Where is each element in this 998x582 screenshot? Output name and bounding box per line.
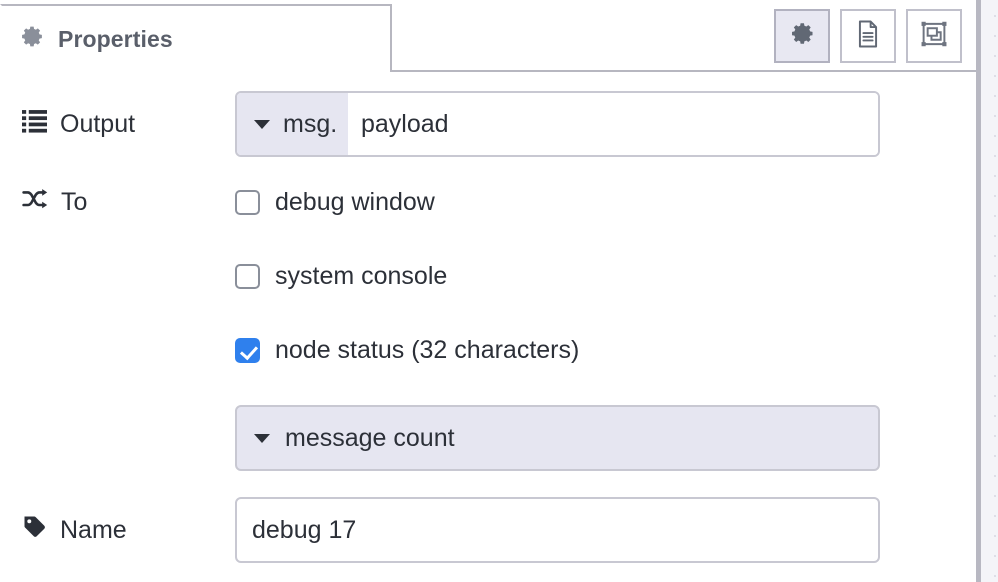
to-options: debug window system console node status … [235,186,579,366]
row-output: Output msg. payload [0,91,976,157]
output-typed-input[interactable]: msg. payload [235,91,880,157]
checkbox-debug-window-box[interactable] [235,189,260,215]
output-property-input[interactable]: payload [348,93,878,155]
name-label: Name [0,497,235,563]
appearance-tab-button[interactable] [906,9,962,63]
tab-properties[interactable]: Properties [0,4,392,72]
checkbox-debug-window-label: debug window [275,187,435,216]
output-type-selector[interactable]: msg. [237,93,348,155]
gear-icon [20,24,45,54]
row-name: Name debug 17 [0,497,976,563]
output-label: Output [0,91,235,157]
tab-properties-label: Properties [58,25,173,52]
checkbox-node-status-label: node status (32 characters) [275,335,580,364]
to-label-text: To [61,187,88,216]
status-type-select[interactable]: message count [235,405,880,471]
checkbox-node-status-box[interactable] [235,337,260,363]
chevron-down-icon [254,119,270,129]
appearance-icon [919,19,949,54]
checkbox-node-status[interactable]: node status (32 characters) [235,334,579,366]
document-icon [854,19,882,54]
panel-header: Properties [0,0,976,72]
properties-panel: Properties [0,0,976,582]
tabs-underline [0,70,976,72]
gear-icon [789,20,816,52]
checkbox-system-console[interactable]: system console [235,260,579,292]
name-input[interactable]: debug 17 [235,497,880,563]
status-select-spacer [0,405,235,471]
checkbox-system-console-box[interactable] [235,263,260,289]
shuffle-icon [22,188,48,217]
status-type-select-value: message count [285,423,455,452]
description-tab-button[interactable] [840,9,896,63]
header-button-group [774,9,962,63]
list-icon [22,109,47,140]
output-type-label: msg. [283,109,338,138]
output-label-text: Output [60,109,136,138]
row-to: To debug window system console node stat… [0,186,976,366]
properties-tab-button[interactable] [774,9,830,63]
row-status-select: message count [0,405,976,471]
flow-canvas-strip [981,0,998,582]
to-label: To [0,186,235,218]
panel-scrollbar[interactable] [976,0,981,582]
chevron-down-icon [254,433,270,443]
name-label-text: Name [60,515,127,544]
checkbox-system-console-label: system console [275,261,448,290]
checkbox-debug-window[interactable]: debug window [235,186,579,218]
tag-icon [22,514,47,546]
